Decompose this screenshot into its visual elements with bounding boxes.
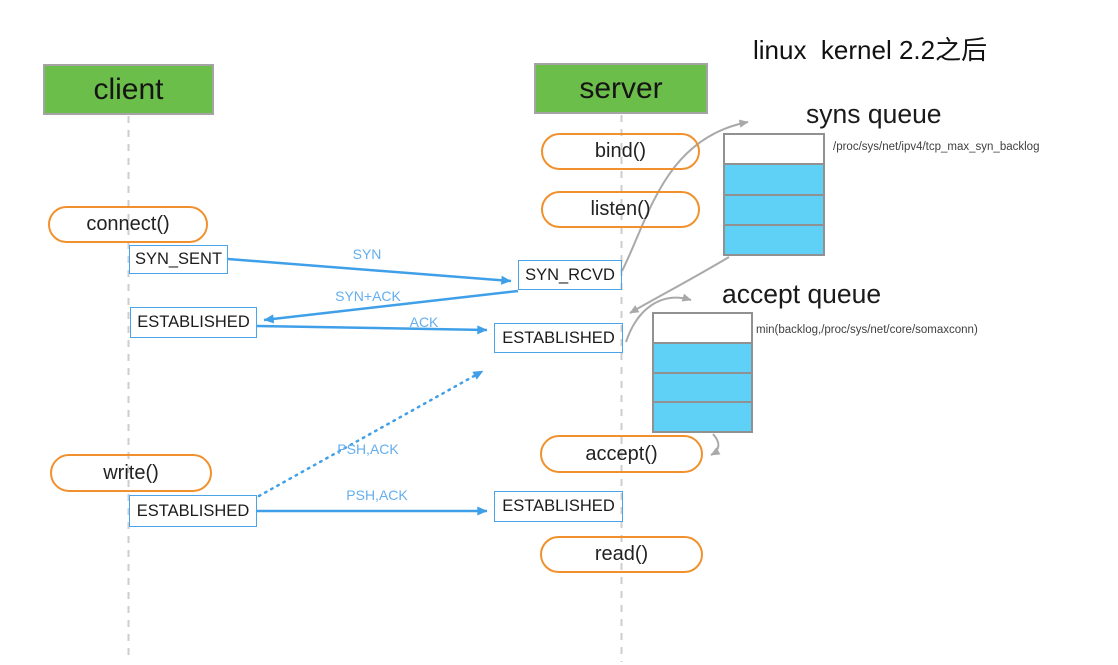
queue-cell-empty <box>654 314 751 342</box>
client-syn-sent-state-box: SYN_SENT <box>129 245 228 274</box>
syns-queue-heading: syns queue <box>806 99 942 129</box>
psh-ack-solid-message-label: PSH,ACK <box>346 487 408 503</box>
syns-queue <box>723 133 825 256</box>
read-call-pill: read() <box>540 536 703 573</box>
listen-call-pill: listen() <box>541 191 700 228</box>
accept-queue-note: min(backlog,/proc/sys/net/core/somaxconn… <box>756 324 978 336</box>
queue-cell-filled <box>725 163 823 194</box>
client-established-data-state-box: ESTABLISHED <box>129 495 257 527</box>
bind-call-pill: bind() <box>541 133 700 170</box>
accept-queue <box>652 312 753 433</box>
queue-cell-filled <box>725 193 823 224</box>
queue-cell-filled <box>654 371 751 402</box>
syn-ack-arrow <box>263 289 519 324</box>
syn-rcvd-to-syns-queue-arrow <box>621 119 749 272</box>
server-established-data-state-box: ESTABLISHED <box>494 491 623 522</box>
psh-ack-dotted-arrow <box>257 369 485 498</box>
write-call-pill: write() <box>50 454 212 492</box>
syn-arrow <box>227 257 512 285</box>
queue-cell-filled <box>654 401 751 431</box>
client-established-state-box: ESTABLISHED <box>130 307 257 338</box>
psh-ack-dotted-message-label: PSH,ACK <box>337 441 399 457</box>
accept-call-pill: accept() <box>540 435 703 473</box>
server-syn-rcvd-state-box: SYN_RCVD <box>518 260 622 290</box>
ack-message-label: ACK <box>409 314 439 330</box>
queue-cell-filled <box>725 223 823 254</box>
syns-queue-note: /proc/sys/net/ipv4/tcp_max_syn_backlog <box>833 141 1040 153</box>
page-title: linux kernel 2.2之后 <box>753 35 988 65</box>
client-actor-box: client <box>43 64 214 115</box>
accept-queue-heading: accept queue <box>722 279 882 309</box>
syn-ack-message-label: SYN+ACK <box>335 288 401 304</box>
established-to-accept-queue-arrow <box>625 293 692 343</box>
queue-cell-filled <box>654 341 751 372</box>
connect-call-pill: connect() <box>48 206 208 243</box>
syns-queue-to-established-arrow <box>629 256 730 314</box>
ack-arrow <box>256 324 488 335</box>
server-actor-box: server <box>534 63 708 114</box>
accept-queue-to-accept-arrow <box>710 433 721 456</box>
server-established-state-box: ESTABLISHED <box>494 323 623 353</box>
syn-message-label: SYN <box>352 246 382 262</box>
queue-cell-empty <box>725 135 823 164</box>
